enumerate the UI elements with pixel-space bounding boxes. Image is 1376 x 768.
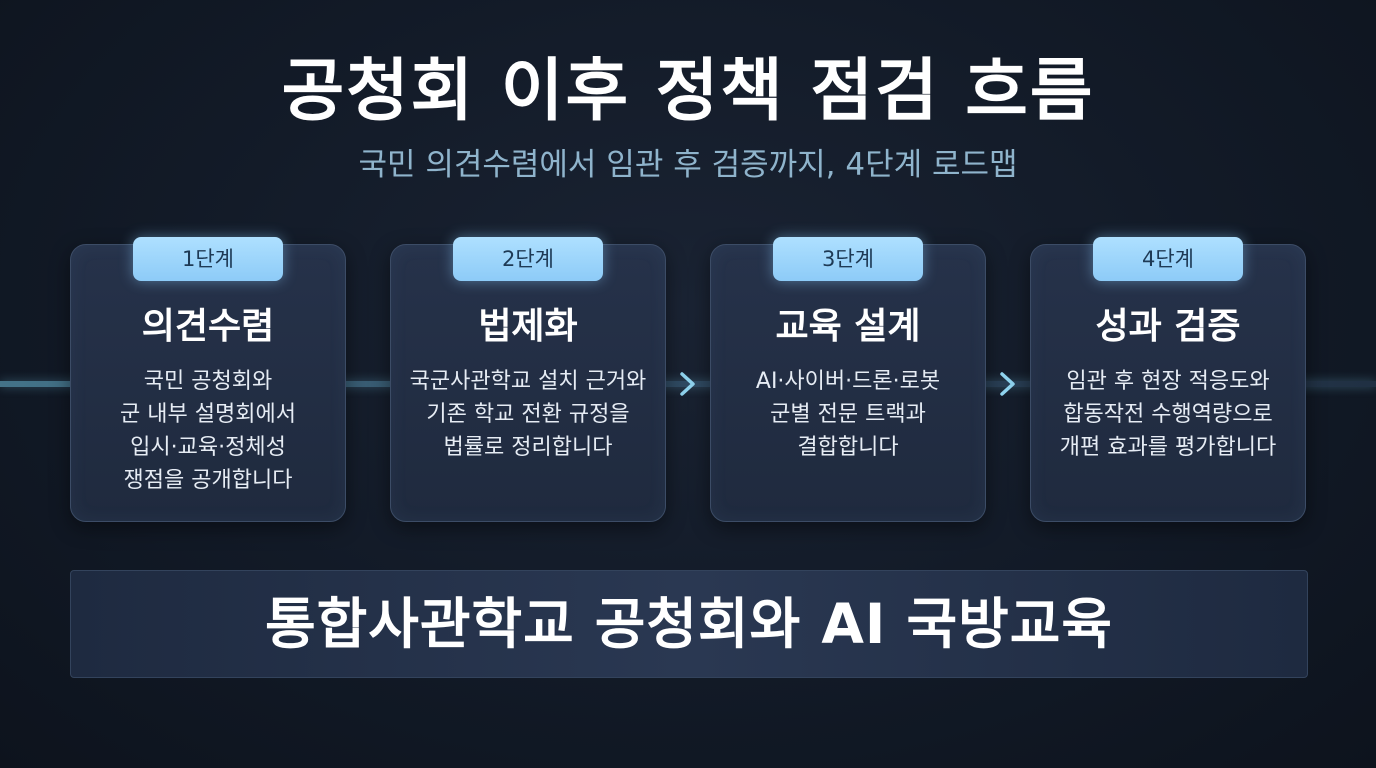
flow-connector-line bbox=[0, 381, 1376, 387]
step-description-line: 합동작전 수행역량으로 bbox=[1063, 402, 1273, 427]
step-description-line: 기존 학교 전환 규정을 bbox=[426, 402, 630, 427]
step-description-line: 국군사관학교 설치 근거와 bbox=[409, 369, 647, 394]
step-description-line: 법률로 정리합니다 bbox=[443, 435, 613, 460]
page-subtitle: 국민 의견수렴에서 임관 후 검증까지, 4단계 로드맵 bbox=[358, 147, 1018, 183]
step-description: 국민 공청회와 군 내부 설명회에서 입시·교육·정체성 쟁점을 공개합니다 bbox=[79, 365, 337, 497]
step-description-line: 국민 공청회와 bbox=[143, 369, 273, 394]
chevron-right-icon bbox=[1000, 372, 1015, 396]
step-badge: 1단계 bbox=[133, 237, 283, 281]
step-description-line: 군별 전문 트랙과 bbox=[770, 402, 926, 427]
step-title: 의견수렴 bbox=[141, 306, 275, 347]
step-badge: 2단계 bbox=[453, 237, 603, 281]
step-description: AI·사이버·드론·로봇 군별 전문 트랙과 결합합니다 bbox=[719, 365, 977, 464]
step-description-line: 군 내부 설명회에서 bbox=[120, 402, 296, 427]
step-badge: 3단계 bbox=[773, 237, 923, 281]
banner-text: 통합사관학교 공청회와 AI 국방교육 bbox=[265, 592, 1113, 656]
step-badge: 4단계 bbox=[1093, 237, 1243, 281]
step-description-line: 결합합니다 bbox=[797, 435, 899, 460]
step-card-4: 4단계 성과 검증 임관 후 현장 적응도와 합동작전 수행역량으로 개편 효과… bbox=[1030, 237, 1306, 522]
step-description: 임관 후 현장 적응도와 합동작전 수행역량으로 개편 효과를 평가합니다 bbox=[1039, 365, 1297, 464]
step-title: 성과 검증 bbox=[1095, 306, 1241, 347]
step-card-2: 2단계 법제화 국군사관학교 설치 근거와 기존 학교 전환 규정을 법률로 정… bbox=[390, 237, 666, 522]
chevron-right-icon bbox=[680, 372, 695, 396]
step-card-3: 3단계 교육 설계 AI·사이버·드론·로봇 군별 전문 트랙과 결합합니다 bbox=[710, 237, 986, 522]
step-description-line: AI·사이버·드론·로봇 bbox=[755, 369, 941, 394]
step-title: 법제화 bbox=[478, 306, 578, 347]
step-description-line: 개편 효과를 평가합니다 bbox=[1059, 435, 1277, 460]
step-description-line: 임관 후 현장 적응도와 bbox=[1066, 369, 1270, 394]
page-title: 공청회 이후 정책 점검 흐름 bbox=[281, 52, 1095, 131]
step-description: 국군사관학교 설치 근거와 기존 학교 전환 규정을 법률로 정리합니다 bbox=[399, 365, 657, 464]
step-description-line: 쟁점을 공개합니다 bbox=[123, 468, 293, 493]
step-title: 교육 설계 bbox=[775, 306, 921, 347]
step-card-1: 1단계 의견수렴 국민 공청회와 군 내부 설명회에서 입시·교육·정체성 쟁점… bbox=[70, 237, 346, 522]
bottom-banner: 통합사관학교 공청회와 AI 국방교육 bbox=[70, 570, 1308, 678]
step-description-line: 입시·교육·정체성 bbox=[130, 435, 286, 460]
